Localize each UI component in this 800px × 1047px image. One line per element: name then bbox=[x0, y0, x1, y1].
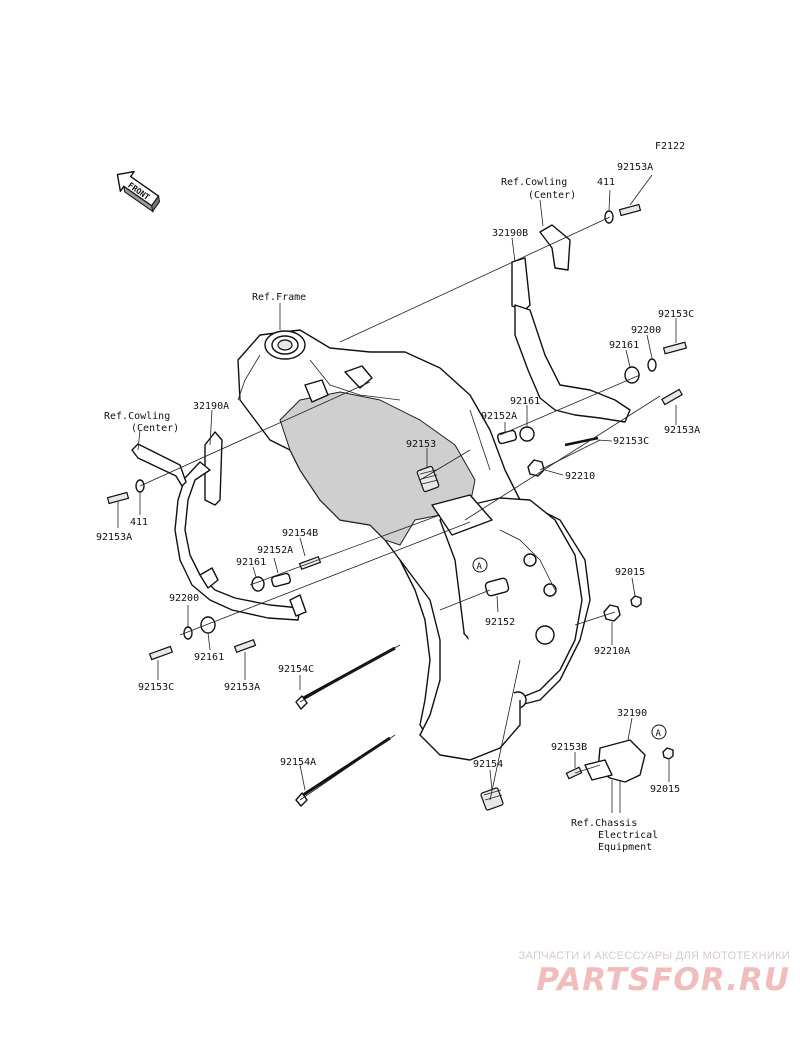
label-411-left: 411 bbox=[130, 517, 148, 528]
label-92161-left-a: 92161 bbox=[236, 557, 266, 568]
ref-chassis-2: Electrical bbox=[598, 830, 658, 841]
front-arrow-icon: FRONT bbox=[116, 170, 161, 213]
label-92153c-mid: 92153C bbox=[613, 436, 649, 447]
label-92153a-left: 92153A bbox=[96, 532, 132, 543]
label-92153a-left-b: 92153A bbox=[224, 682, 260, 693]
label-32190b: 32190B bbox=[492, 228, 528, 239]
ref-frame: Ref.Frame bbox=[252, 292, 306, 303]
ref-chassis-1: Ref.Chassis bbox=[571, 818, 637, 829]
bolt-92154a bbox=[295, 736, 391, 807]
label-92152a-left: 92152A bbox=[257, 545, 293, 556]
callout-a-bracket: A bbox=[651, 724, 667, 740]
bolt-92154c bbox=[295, 646, 396, 710]
ref-chassis-3: Equipment bbox=[598, 842, 652, 853]
labels: F2122 Ref.Cowling (Center) 411 92153A 32… bbox=[96, 141, 700, 853]
watermark-tagline: ЗАПЧАСТИ И АКСЕССУАРЫ ДЛЯ МОТОТЕХНИКИ bbox=[518, 950, 790, 962]
label-92153: 92153 bbox=[406, 439, 436, 450]
label-92161-left-b: 92161 bbox=[194, 652, 224, 663]
label-92154a: 92154A bbox=[280, 757, 316, 768]
cowling-bracket-left bbox=[131, 443, 187, 487]
label-92161-right: 92161 bbox=[609, 340, 639, 351]
label-92152a-right: 92152A bbox=[481, 411, 517, 422]
callout-a-label-bracket: A bbox=[656, 729, 662, 739]
label-92153b: 92153B bbox=[551, 742, 587, 753]
ref-cowling-left-1: Ref.Cowling bbox=[104, 411, 170, 422]
bolt-92153c-mid bbox=[564, 436, 599, 447]
reference-lines bbox=[139, 216, 661, 801]
label-411-top: 411 bbox=[597, 177, 615, 188]
label-32190: 32190 bbox=[617, 708, 647, 719]
label-32190a: 32190A bbox=[193, 401, 229, 412]
label-92200-right: 92200 bbox=[631, 325, 661, 336]
label-92154c: 92154C bbox=[278, 664, 314, 675]
label-92152: 92152 bbox=[485, 617, 515, 628]
ref-cowling-left-2: (Center) bbox=[131, 423, 179, 434]
label-92153c-right: 92153C bbox=[658, 309, 694, 320]
label-92153c-left: 92153C bbox=[138, 682, 174, 693]
callout-a-frame: A bbox=[472, 557, 488, 573]
label-92161-mid: 92161 bbox=[510, 396, 540, 407]
watermark-brand: PARTSFOR.RU bbox=[536, 962, 790, 998]
label-92153a-top: 92153A bbox=[617, 162, 653, 173]
ref-cowling-top-2: (Center) bbox=[528, 190, 576, 201]
label-92210a: 92210A bbox=[594, 646, 630, 657]
callout-a-label-frame: A bbox=[477, 562, 483, 572]
bracket-32190 bbox=[584, 739, 646, 783]
bracket-32190b bbox=[511, 224, 631, 423]
diagram-code: F2122 bbox=[655, 141, 685, 152]
label-92154: 92154 bbox=[473, 759, 503, 770]
label-92154b: 92154B bbox=[282, 528, 318, 539]
ref-cowling-top-1: Ref.Cowling bbox=[501, 177, 567, 188]
label-92210: 92210 bbox=[565, 471, 595, 482]
label-92015-top: 92015 bbox=[615, 567, 645, 578]
leader-lines bbox=[117, 174, 677, 813]
frame-drawing bbox=[237, 329, 591, 761]
label-92200-left: 92200 bbox=[169, 593, 199, 604]
label-92015-bot: 92015 bbox=[650, 784, 680, 795]
bracket-32190a bbox=[174, 431, 307, 621]
label-92153a-right: 92153A bbox=[664, 425, 700, 436]
